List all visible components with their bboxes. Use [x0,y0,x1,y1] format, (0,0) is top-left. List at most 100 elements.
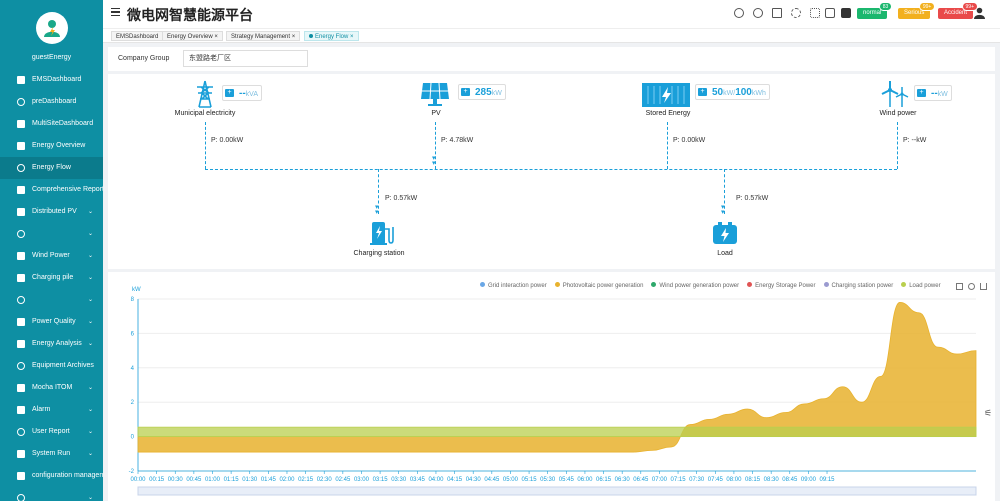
sidebar-item-label: Alarm [32,406,51,413]
power-chart-panel: Grid interaction power Photovoltaic power… [108,272,995,501]
legend-item[interactable]: Photovoltaic power generation [554,282,643,289]
system-icon [17,450,25,458]
legend-label: Charging station power [831,282,894,289]
chevron-down-icon: ⌄ [88,385,94,391]
sidebar-item-energy-flow[interactable]: Energy Flow [0,157,103,179]
sidebar-item-item-7[interactable]: ⌄ [0,223,103,245]
fullscreen-icon[interactable] [810,8,820,18]
sidebar-item-label: System Run [32,450,71,457]
pv-connector [435,122,436,169]
x-tick-label: 02:45 [335,477,351,483]
search-icon[interactable] [734,8,744,18]
x-tick-label: 00:45 [186,477,202,483]
sidebar-item-label: preDashboard [32,98,77,105]
user-report-icon [17,428,25,436]
sidebar-item-alarm[interactable]: Alarm⌄ [0,399,103,421]
power-tower-icon [197,80,213,108]
download-icon[interactable] [980,283,987,290]
zoom-icon[interactable] [956,283,963,290]
sidebar-item-charging-pile[interactable]: Charging pile⌄ [0,267,103,289]
legend-dot [651,282,657,287]
chevron-down-icon: ⌄ [88,495,94,501]
y-tick-label: 6 [131,331,135,337]
chevron-down-icon: ⌄ [88,429,94,435]
page-title: 微电网智慧能源平台 [127,7,253,23]
sidebar-item-multisitedashboard[interactable]: MultiSiteDashboard [0,113,103,135]
legend-item[interactable]: Load power [901,282,941,289]
archive-icon [17,362,25,370]
menu-toggle-icon[interactable] [111,8,120,16]
avatar[interactable] [36,12,68,44]
sound-icon[interactable] [772,8,782,18]
grid-layout-icon[interactable] [825,8,835,18]
sidebar-item-energy-analysis[interactable]: Energy Analysis⌄ [0,333,103,355]
refresh-icon[interactable] [791,8,801,18]
tab-energy-flow[interactable]: Energy Flow × [304,31,359,41]
x-tick-label: 03:00 [354,477,370,483]
legend-dot [554,282,560,287]
tab-emsdashboard[interactable]: EMSDashboard [111,31,164,41]
dashboard-icon [17,76,25,84]
charging-station-icon [370,222,394,245]
y-tick-label: 4 [131,366,135,372]
sidebar-item-wind-power[interactable]: Wind Power⌄ [0,245,103,267]
charging-icon [17,274,25,282]
sidebar-item-item-10[interactable]: ⌄ [0,289,103,311]
sidebar-item-system-run[interactable]: System Run⌄ [0,443,103,465]
sidebar-item-predashboard[interactable]: preDashboard [0,91,103,113]
y-axis-label: kW [132,287,141,293]
help-icon[interactable] [753,8,763,18]
user-icon[interactable] [974,7,985,19]
legend-item[interactable]: Charging station power [823,282,894,289]
wind-power-box: +--kW [914,85,952,101]
x-tick-label: 00:00 [130,477,146,483]
y-tick-label: 8 [131,297,135,303]
storage-p-value: P: 0.00kW [673,137,706,144]
restore-icon[interactable] [968,283,975,290]
legend-item[interactable]: Wind power generation power [651,282,739,289]
x-tick-label: 07:15 [671,477,687,483]
settings-slider-icon[interactable]: ⚟ [984,408,993,418]
energy-flow-panel: +--kVA Municipal electricity +285kW PV +… [108,74,995,269]
charging-label: Charging station [353,250,405,257]
x-tick-label: 06:15 [596,477,612,483]
alarm-icon [17,406,25,414]
sidebar-item-item-19[interactable]: ⌄ [0,487,103,501]
load-battery-icon [713,222,737,244]
sidebar-item-label: Energy Overview [32,142,86,149]
theme-icon[interactable] [841,8,851,18]
tab-strategy-management[interactable]: Strategy Management × [226,31,301,41]
close-icon[interactable]: × [214,34,218,40]
sidebar-item-label: User Report [32,428,70,435]
sidebar-item-equipment-archives[interactable]: Equipment Archives [0,355,103,377]
close-icon[interactable]: × [291,34,296,40]
company-group-select[interactable]: 东盟路老厂区 [183,50,308,67]
tab-energy-overview[interactable]: Energy Overview × [162,31,223,41]
sidebar-item-power-quality[interactable]: Power Quality⌄ [0,311,103,333]
sidebar-item-emsdashboard[interactable]: EMSDashboard [0,69,103,91]
sidebar-item-comprehensive-report[interactable]: Comprehensive Report [0,179,103,201]
x-tick-label: 01:15 [224,477,240,483]
legend-dot [823,282,829,287]
sidebar-item-configuration-management[interactable]: configuration management [0,465,103,487]
x-tick-label: 08:00 [726,477,742,483]
box-icon [17,230,25,238]
sidebar-item-distributed-pv[interactable]: Distributed PV⌄ [0,201,103,223]
x-tick-label: 02:15 [298,477,314,483]
filter-bar: Company Group 东盟路老厂区 [108,47,995,71]
sidebar-item-mocha-itom[interactable]: Mocha ITOM⌄ [0,377,103,399]
chevron-down-icon: ⌄ [88,231,94,237]
chevron-down-icon: ▾▾ [375,204,379,216]
legend-dot [901,282,907,287]
user-name: guestEnergy [31,54,72,61]
legend-item[interactable]: Grid interaction power [480,282,547,289]
grid-icon [17,208,25,216]
municipal-p-value: P: 0.00kW [211,137,244,144]
sidebar-item-user-report[interactable]: User Report ⌄ [0,421,103,443]
close-icon[interactable]: × [350,34,354,40]
sidebar-item-energy-overview[interactable]: Energy Overview [0,135,103,157]
legend-item[interactable]: Energy Storage Power [747,282,816,289]
